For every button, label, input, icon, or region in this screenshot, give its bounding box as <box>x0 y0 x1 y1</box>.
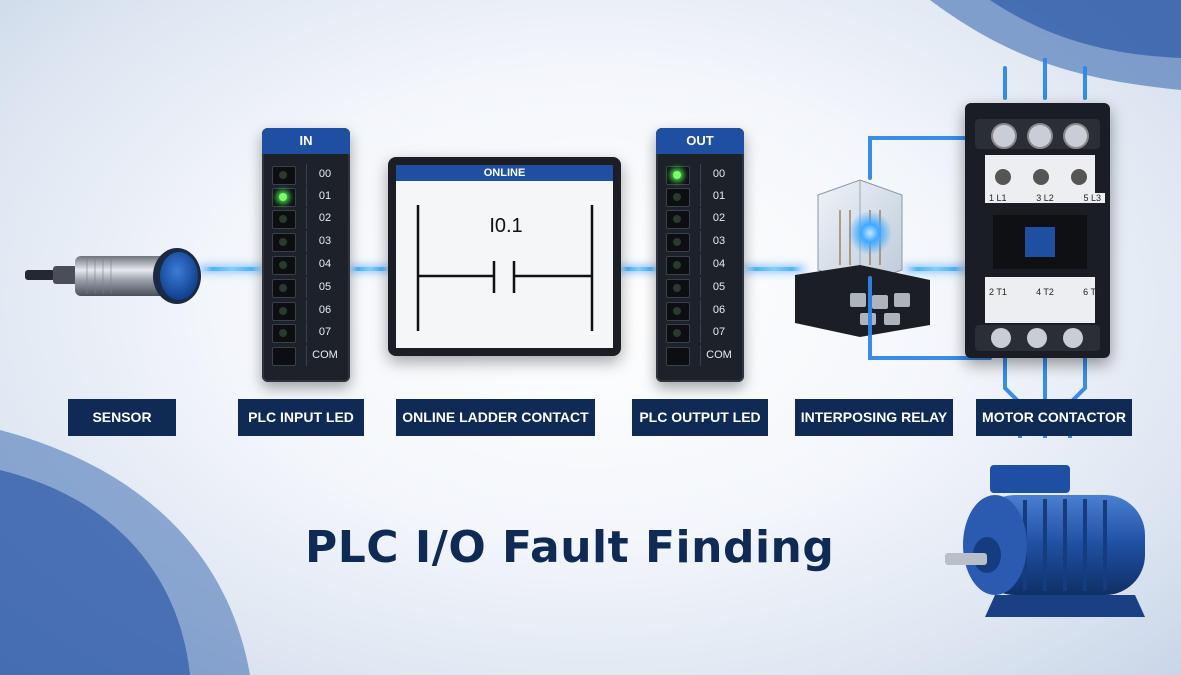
terminal-label: 4 T2 <box>1036 287 1054 297</box>
interposing-relay-icon <box>795 179 930 337</box>
input-channel-05: 05 <box>266 277 346 298</box>
output-channel-com: COM <box>660 345 740 366</box>
signal-wire-output-to-relay <box>744 267 804 271</box>
load-terminal-labels: 2 T1 4 T2 6 T3 <box>985 287 1105 297</box>
output-module-header: OUT <box>656 128 744 154</box>
output-channel-01: 01 <box>660 186 740 207</box>
terminal-label: 2 T1 <box>989 287 1007 297</box>
proximity-sensor-icon <box>25 248 201 304</box>
plc-input-module: IN 00 01 02 03 04 05 06 07 COM <box>262 128 350 382</box>
online-status-bar: ONLINE <box>396 165 613 181</box>
terminal-label: 1 L1 <box>989 193 1007 203</box>
stage-label-sensor: SENSOR <box>68 399 176 436</box>
stage-label-plc-output-led: PLC OUTPUT LED <box>632 399 768 436</box>
output-channel-00: 00 <box>660 164 740 185</box>
input-channel-04: 04 <box>266 254 346 275</box>
line-terminal-labels: 1 L1 3 L2 5 L3 <box>985 193 1105 203</box>
stage-label-online-ladder-contact: ONLINE LADDER CONTACT <box>396 399 595 436</box>
input-channel-02: 02 <box>266 208 346 229</box>
input-channel-01: 01 <box>266 186 346 207</box>
plc-output-module: OUT 00 01 02 03 04 05 06 07 COM <box>656 128 744 382</box>
page-title: PLC I/O Fault Finding <box>305 522 835 573</box>
input-channel-06: 06 <box>266 300 346 321</box>
stage-label-interposing-relay: INTERPOSING RELAY <box>795 399 953 436</box>
input-led-on-icon <box>279 193 287 201</box>
output-channel-06: 06 <box>660 300 740 321</box>
ladder-screen: ONLINE I0.1 <box>388 157 621 356</box>
contact-address: I0.1 <box>489 215 523 237</box>
ladder-contact-icon <box>416 205 594 331</box>
input-channel-07: 07 <box>266 322 346 343</box>
motor-contactor: 1 L1 3 L2 5 L3 2 T1 4 T2 6 T3 <box>965 103 1110 358</box>
field-wiring-icon <box>868 58 1087 438</box>
terminal-label: 3 L2 <box>1036 193 1054 203</box>
output-channel-05: 05 <box>660 277 740 298</box>
output-channel-02: 02 <box>660 208 740 229</box>
stage-label-plc-input-led: PLC INPUT LED <box>238 399 364 436</box>
input-module-header: IN <box>262 128 350 154</box>
output-led-on-icon <box>673 171 681 179</box>
signal-wire-relay-to-contactor <box>905 267 967 271</box>
output-channel-03: 03 <box>660 231 740 252</box>
terminal-label: 5 L3 <box>1083 193 1101 203</box>
terminal-label: 6 T3 <box>1083 287 1101 297</box>
electric-motor-icon <box>945 465 1145 617</box>
input-channel-03: 03 <box>266 231 346 252</box>
signal-wire-ladder-to-output <box>620 267 658 271</box>
signal-wire-input-to-ladder <box>350 267 390 271</box>
input-channel-com: COM <box>266 345 346 366</box>
input-channel-00: 00 <box>266 164 346 185</box>
output-channel-04: 04 <box>660 254 740 275</box>
signal-wire-sensor-to-input <box>200 267 264 271</box>
output-channel-07: 07 <box>660 322 740 343</box>
stage-label-motor-contactor: MOTOR CONTACTOR <box>976 399 1132 436</box>
